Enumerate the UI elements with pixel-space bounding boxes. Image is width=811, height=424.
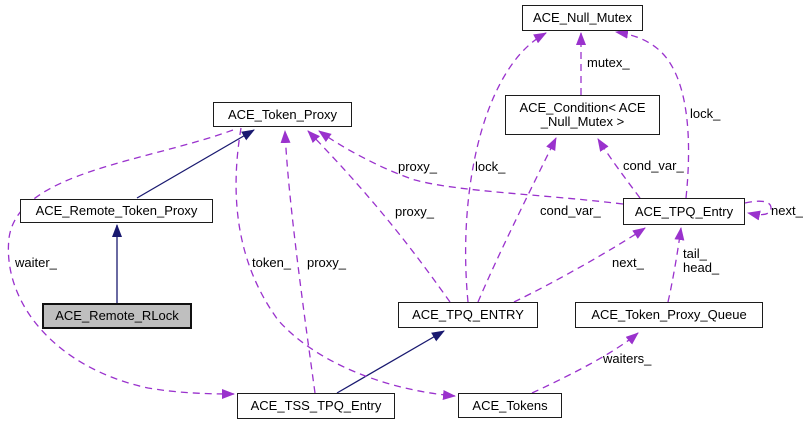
edge-label-waiters: waiters_	[603, 351, 652, 366]
edge-label-lock-mid: lock_	[475, 159, 506, 174]
edge-lock-from-tpq-entry	[615, 28, 690, 199]
edge-next-self-loop	[744, 200, 772, 221]
edge-label-next-mid: next_	[612, 255, 644, 270]
edge-lock-from-tpq-entry-caps	[464, 32, 547, 303]
node-label: ACE_TSS_TPQ_Entry	[250, 398, 382, 413]
node-ace-null-mutex[interactable]: ACE_Null_Mutex	[522, 5, 643, 31]
edge-label-proxy-mid: proxy_	[307, 255, 347, 270]
edge-label-tail-head: tail_ head_	[683, 246, 720, 275]
edge-label-proxy-upper: proxy_	[398, 159, 438, 174]
node-ace-token-proxy[interactable]: ACE_Token_Proxy	[213, 102, 352, 127]
edge-label-cond-var-mid: cond_var_	[540, 203, 601, 218]
node-ace-tss-tpq-entry[interactable]: ACE_TSS_TPQ_Entry	[237, 393, 395, 419]
node-label: ACE_Condition< ACE _Null_Mutex >	[519, 100, 646, 129]
node-label: ACE_Remote_Token_Proxy	[35, 203, 198, 218]
edge-waiter	[7, 129, 235, 399]
edge-proxy-from-tss-tpq-entry	[280, 130, 316, 394]
edge-inherit-remote-token-proxy-to-token-proxy	[136, 129, 255, 199]
edge-proxy-from-tpq-entry-caps	[307, 130, 451, 303]
node-ace-tpq-entry[interactable]: ACE_TPQ_Entry	[623, 198, 745, 225]
edge-label-cond-var-right: cond_var_	[623, 158, 684, 173]
node-label: ACE_Token_Proxy_Queue	[591, 307, 747, 322]
node-ace-remote-token-proxy[interactable]: ACE_Remote_Token_Proxy	[20, 199, 213, 223]
node-ace-tpq-entry-caps[interactable]: ACE_TPQ_ENTRY	[398, 302, 538, 328]
node-ace-condition[interactable]: ACE_Condition< ACE _Null_Mutex >	[505, 95, 660, 135]
node-label: ACE_TPQ_Entry	[634, 203, 734, 219]
edge-waiters	[531, 332, 639, 394]
node-label: ACE_Remote_RLock	[55, 308, 179, 323]
edge-label-proxy-lower: proxy_	[395, 204, 435, 219]
edge-inherit-tss-tpq-entry-to-tpq-entry-caps	[336, 330, 445, 394]
edge-label-mutex: mutex_	[587, 55, 630, 70]
node-ace-token-proxy-queue[interactable]: ACE_Token_Proxy_Queue	[575, 302, 763, 328]
node-label: ACE_TPQ_ENTRY	[412, 307, 524, 322]
edge-proxy-from-tpq-entry	[318, 130, 624, 205]
edge-label-token: token_	[252, 255, 292, 270]
edge-label-lock-right: lock_	[690, 106, 721, 121]
node-label: ACE_Null_Mutex	[533, 10, 632, 25]
node-ace-remote-rlock[interactable]: ACE_Remote_RLock	[42, 303, 192, 329]
node-label: ACE_Token_Proxy	[227, 106, 338, 122]
edge-cond-var-from-tpq-entry	[597, 138, 641, 199]
edge-label-next-self: next_	[771, 203, 803, 218]
node-ace-tokens[interactable]: ACE_Tokens	[458, 393, 562, 418]
edge-token	[235, 127, 456, 400]
edge-next-from-tpq-entry-caps	[513, 227, 646, 303]
edge-tail-head	[667, 227, 685, 303]
edge-label-waiter: waiter_	[15, 255, 57, 270]
node-label: ACE_Tokens	[472, 397, 548, 413]
edge-cond-var-from-tpq-entry-caps	[477, 137, 557, 303]
